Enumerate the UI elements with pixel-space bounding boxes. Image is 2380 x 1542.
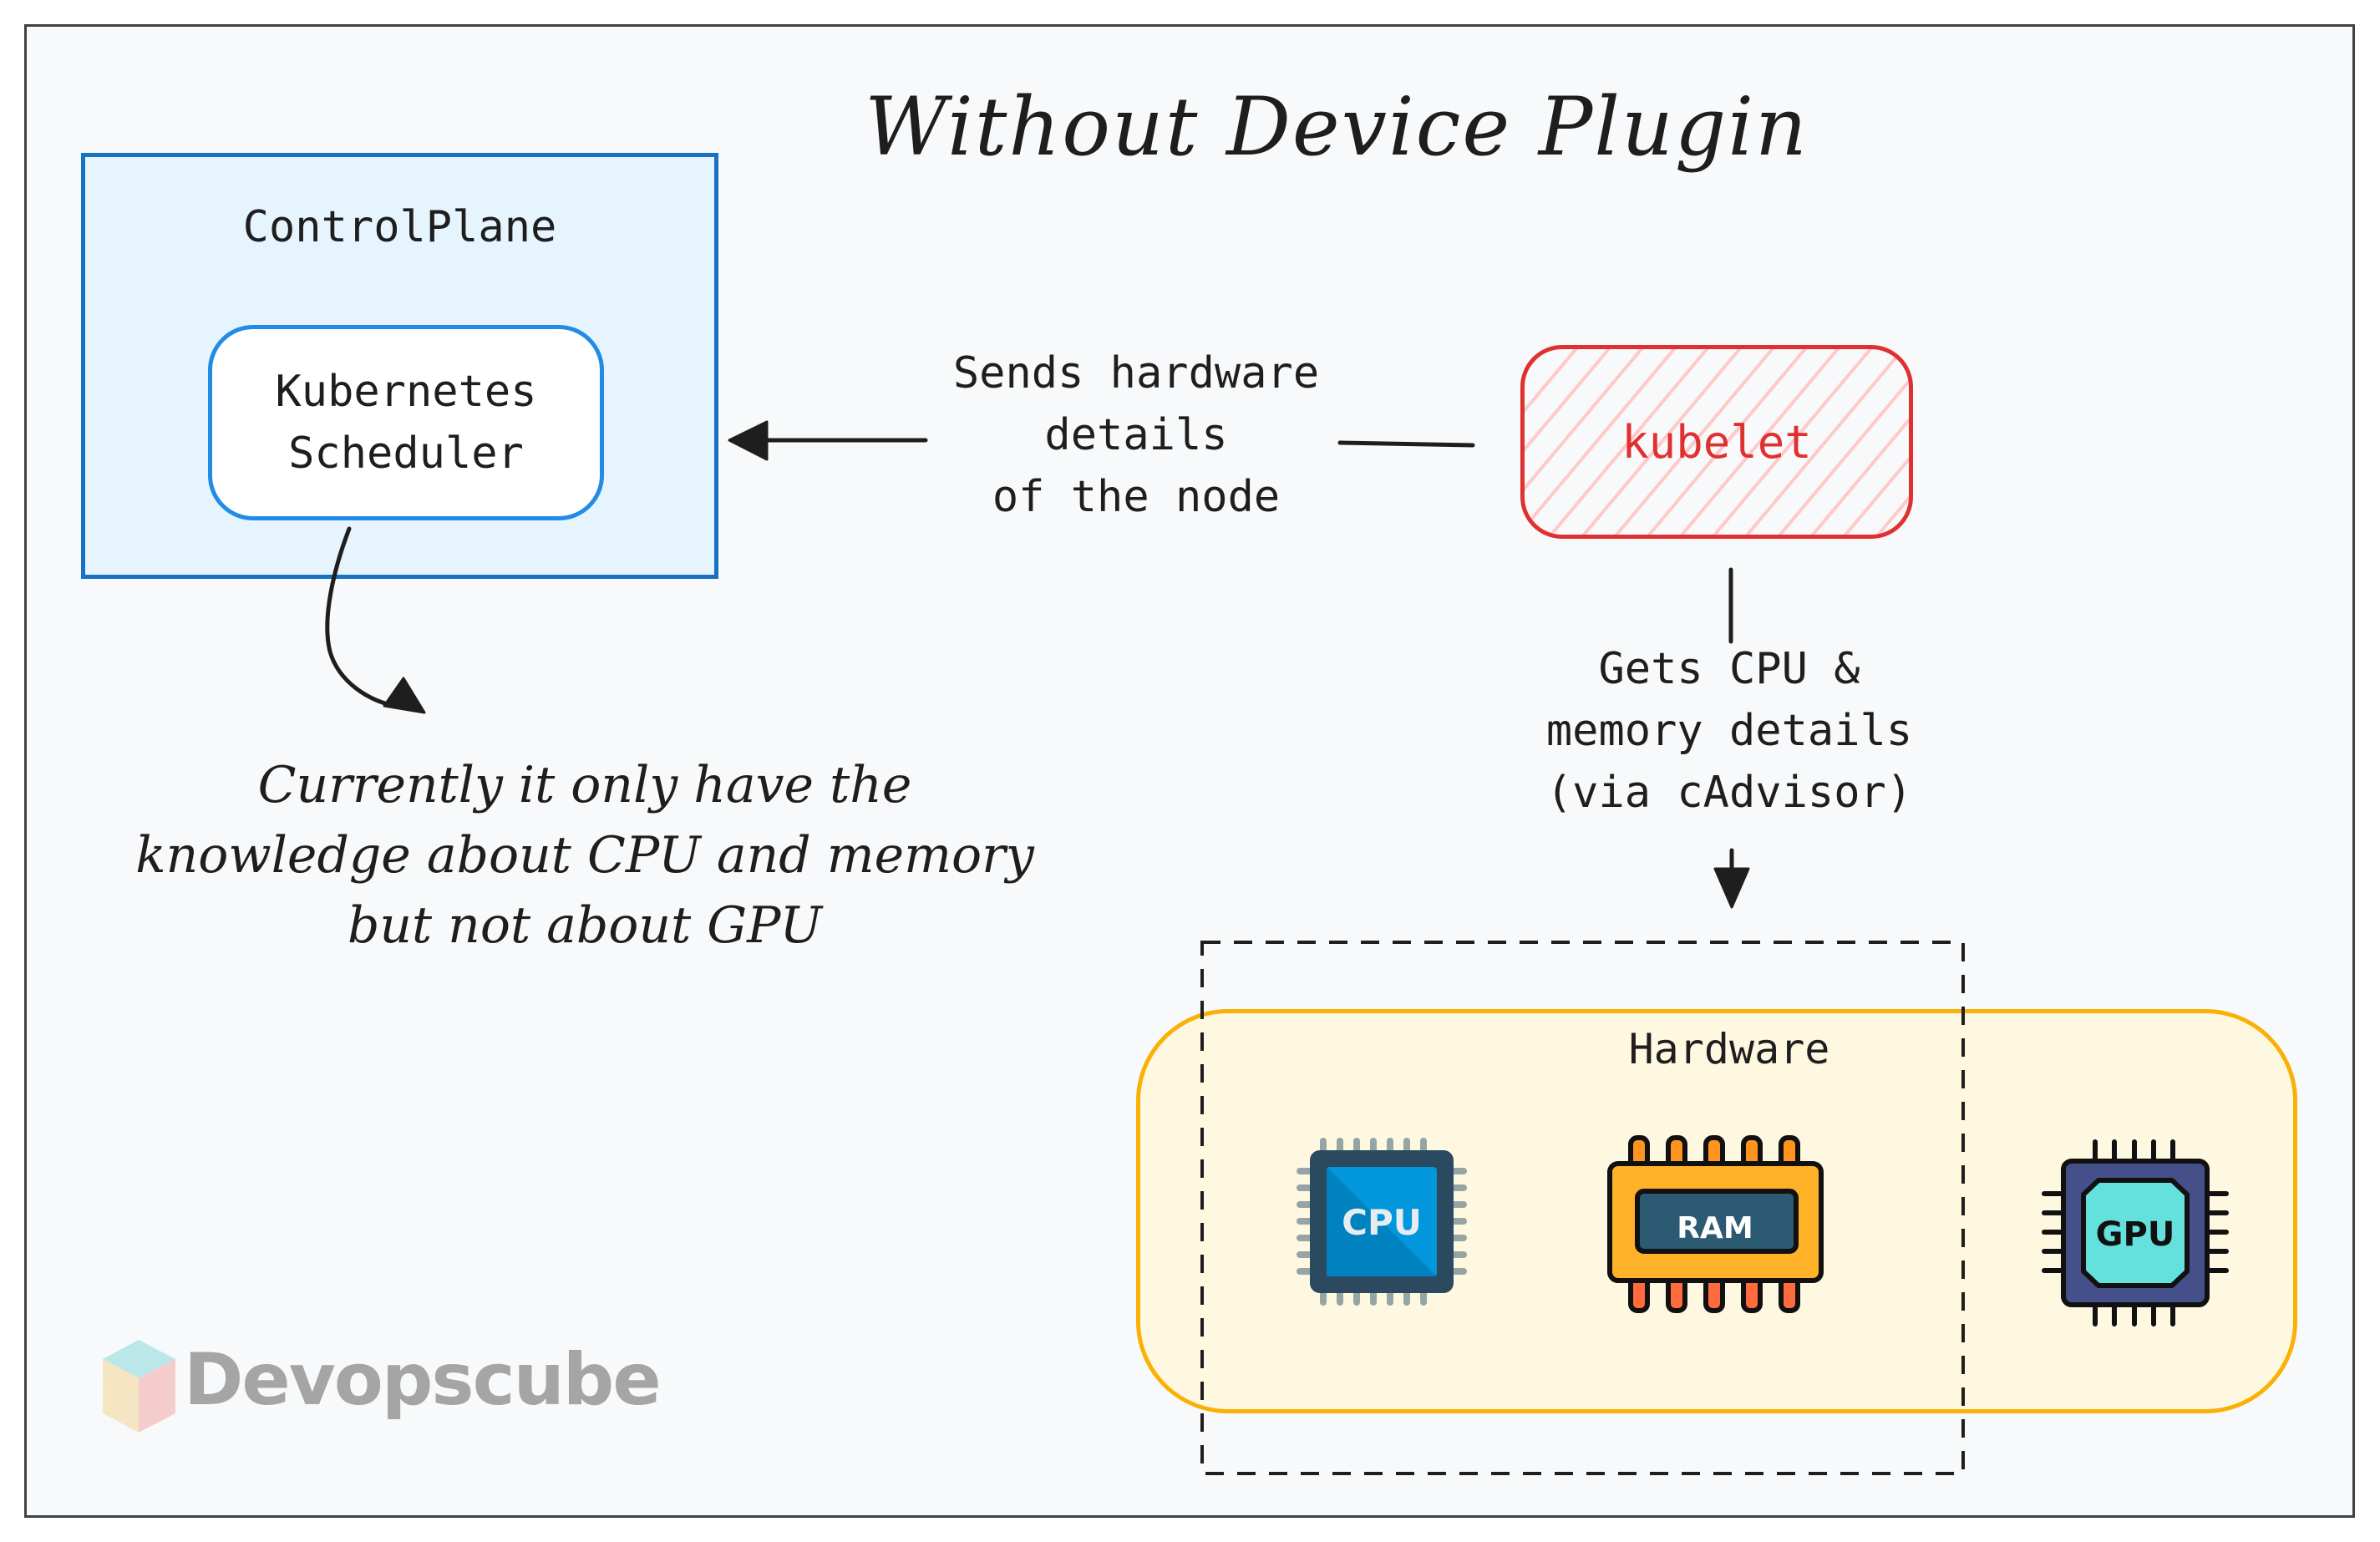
cpu-icon-label: CPU [1342,1202,1422,1243]
arrow-kubelet-to-scheduler [728,420,1475,461]
kubelet-label: kubelet [1621,415,1812,469]
known-resources-dashed-boundary [1200,941,1965,1475]
edge-label-line: memory details [1545,706,1913,756]
devopscube-logo-cube-icon [103,1340,175,1433]
edge-label-line: (via cAdvisor) [1545,768,1913,818]
kubernetes-scheduler-node: Kubernetes Scheduler [208,325,604,520]
edge-label-sends-hardware-details: Sends hardware details of the node [886,342,1387,528]
gpu-chip-icon: GPU [2042,1139,2229,1326]
hardware-label: Hardware [1628,1025,1830,1073]
note-line: Currently it only have the [257,756,912,814]
edge-label-line: Gets CPU & [1598,644,1860,694]
edge-label-line: Sends hardware [952,348,1320,398]
ram-module-icon: RAM [1607,1135,1824,1313]
arrow-kubelet-to-hardware [1713,567,1750,909]
note-line: but not about GPU [347,896,823,955]
edge-label-line: of the node [992,472,1281,522]
scheduler-label-line1: Kubernetes [275,367,537,417]
gpu-icon-label: GPU [2096,1215,2175,1254]
edge-label-gets-cpu-memory: Gets CPU & memory details (via cAdvisor) [1487,638,1971,824]
control-plane-label: ControlPlane [242,202,557,252]
cpu-chip-icon: CPU [1297,1138,1467,1306]
arrow-scheduler-to-note [325,526,426,714]
scheduler-label-line2: Scheduler [288,429,524,479]
devopscube-logo: Devopscube [184,1338,662,1422]
edge-label-line: details [1044,410,1228,460]
diagram-title: Without Device Plugin [865,80,1809,174]
kubelet-node: kubelet [1520,345,1913,539]
scheduler-knowledge-note: Currently it only have the knowledge abo… [84,750,1086,961]
ram-icon-label: RAM [1677,1211,1753,1245]
note-line: knowledge about CPU and memory [135,826,1034,885]
